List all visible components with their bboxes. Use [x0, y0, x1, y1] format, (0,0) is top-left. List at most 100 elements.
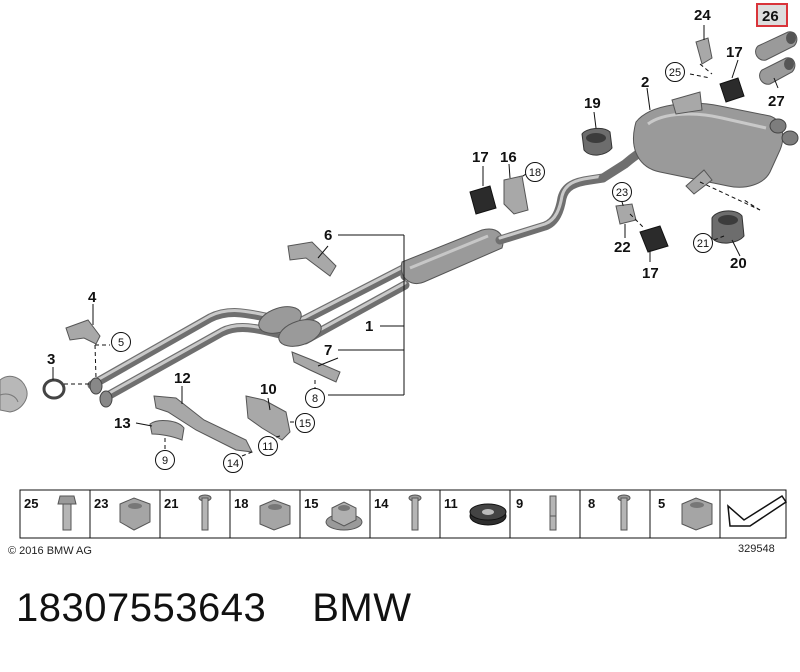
- bracket-10: [245, 395, 291, 441]
- rubber-mount-20: [711, 210, 745, 244]
- rubber-mount-17-bottom: [639, 225, 669, 253]
- copyright-text: © 2016 BMW AG: [8, 545, 92, 557]
- circled-ref-8: 8: [305, 388, 325, 408]
- washer-icon: [469, 503, 507, 526]
- front-pipe-assembly: [87, 263, 410, 408]
- brand-name: BMW: [312, 586, 412, 630]
- hex-nut-icon: [259, 499, 291, 531]
- svg-text:9: 9: [516, 496, 523, 511]
- rubber-mount-17-top: [719, 77, 745, 103]
- svg-text:25: 25: [24, 496, 38, 511]
- svg-text:18: 18: [234, 496, 248, 511]
- callout-7: 7: [324, 342, 332, 359]
- part-cell-23: 23: [94, 496, 151, 531]
- parts-strip-dividers: [89, 490, 721, 538]
- svg-text:25: 25: [669, 67, 681, 79]
- bracket-12: [153, 395, 253, 453]
- clamp-13: [149, 420, 185, 441]
- rubber-mount-19: [581, 127, 613, 156]
- callout-17-top: 17: [726, 44, 743, 61]
- circled-ref-5: 5: [111, 332, 131, 352]
- part-caption: 18307553643 BMW: [16, 586, 411, 631]
- bracket-16: [503, 175, 529, 215]
- part-cell-18: 18: [234, 496, 291, 531]
- gasket-3: [42, 378, 66, 400]
- parts-strip: 25 23 21 18: [19, 489, 788, 539]
- rear-silencer: [598, 91, 799, 195]
- hex-nut-icon: [681, 497, 713, 531]
- svg-text:11: 11: [444, 496, 458, 511]
- part-cell-15: 15: [304, 496, 363, 531]
- center-silencer: [400, 173, 608, 284]
- circled-ref-25: 25: [665, 62, 685, 82]
- circled-ref-23: 23: [612, 182, 632, 202]
- part-cell-arrow: [727, 494, 788, 527]
- callout-27: 27: [768, 93, 785, 110]
- circled-ref-15: 15: [295, 413, 315, 433]
- circled-refs: 5 8 9 11 14 15 18 21: [111, 62, 713, 473]
- svg-text:8: 8: [588, 496, 595, 511]
- circled-ref-18: 18: [525, 162, 545, 182]
- svg-text:5: 5: [118, 337, 124, 349]
- callout-17-right: 17: [642, 265, 659, 282]
- svg-text:14: 14: [227, 458, 239, 470]
- part-cell-25: 25: [24, 495, 77, 531]
- flange-nut-icon: [325, 501, 363, 531]
- hex-nut-icon: [119, 497, 151, 531]
- svg-text:14: 14: [374, 496, 389, 511]
- tailpipe-trim-upper: [755, 31, 798, 61]
- circled-ref-11: 11: [258, 436, 278, 456]
- callout-20: 20: [730, 255, 747, 272]
- svg-text:5: 5: [658, 496, 665, 511]
- svg-text:18: 18: [529, 167, 541, 179]
- circled-ref-21: 21: [693, 233, 713, 253]
- bolt-icon: [617, 494, 631, 531]
- tailpipe-trim-lower: [759, 57, 796, 85]
- part-cell-21: 21: [164, 494, 212, 531]
- svg-text:15: 15: [299, 418, 311, 430]
- hanger-24: [695, 37, 713, 65]
- svg-text:21: 21: [697, 238, 709, 250]
- svg-text:21: 21: [164, 496, 178, 511]
- leader-lines: [52, 25, 779, 457]
- bracket-6: [287, 241, 337, 277]
- part-cell-9: 9: [516, 495, 557, 531]
- callout-26-highlight-box: [756, 3, 788, 27]
- rubber-mount-17-middle: [469, 185, 497, 215]
- svg-text:9: 9: [162, 455, 168, 467]
- part-cell-5: 5: [658, 496, 713, 531]
- callout-13: 13: [114, 415, 131, 432]
- callout-10: 10: [260, 381, 277, 398]
- svg-text:15: 15: [304, 496, 318, 511]
- callout-22: 22: [614, 239, 631, 256]
- callout-16: 16: [500, 149, 517, 166]
- svg-text:11: 11: [262, 441, 273, 453]
- part-cell-14: 14: [374, 494, 422, 531]
- circled-ref-14: 14: [223, 453, 243, 473]
- bracket-4: [65, 319, 101, 345]
- callout-12: 12: [174, 370, 191, 387]
- svg-text:23: 23: [616, 187, 628, 199]
- part-number: 18307553643: [16, 586, 267, 630]
- callout-numbers: 1 2 3 4 6 7 10 12 13 16 17 17 17 19 20 2…: [47, 3, 788, 432]
- engine-manifold-stub: [0, 375, 28, 413]
- bracket-7: [291, 351, 341, 383]
- callout-26: 26: [762, 8, 779, 25]
- callout-24: 24: [694, 7, 711, 24]
- callout-17-middle: 17: [472, 149, 489, 166]
- callout-1: 1: [365, 318, 373, 335]
- callout-2: 2: [641, 74, 649, 91]
- part-cell-8: 8: [588, 494, 631, 531]
- hanger-22: [615, 203, 637, 225]
- callout-19: 19: [584, 95, 601, 112]
- bolt-icon: [57, 495, 77, 531]
- callout-4: 4: [88, 289, 97, 306]
- exhaust-system-diagram: 1 2 3 4 6 7 10 12 13 16 17 17 17 19 20 2…: [0, 3, 799, 557]
- part-cell-11: 11: [444, 496, 507, 526]
- callout-6: 6: [324, 227, 332, 244]
- bolt-icon: [198, 494, 212, 531]
- callout-3: 3: [47, 351, 55, 368]
- svg-text:23: 23: [94, 496, 108, 511]
- catalytic-converter-lower: [278, 319, 322, 347]
- bolt-icon: [408, 494, 422, 531]
